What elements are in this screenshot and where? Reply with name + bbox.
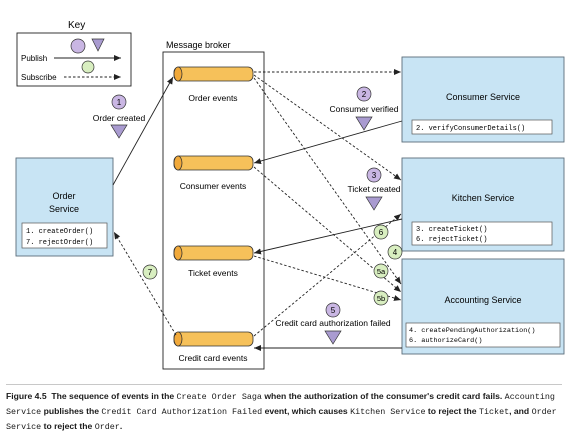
message-broker: Message broker <box>162 40 265 370</box>
reply-marker-6: 6 <box>373 224 389 240</box>
event-triangle-icon <box>91 38 105 52</box>
svg-text:5a: 5a <box>377 267 386 276</box>
event-label: Order created <box>93 113 146 123</box>
publish-arrows <box>112 76 403 351</box>
method: 3. createTicket() <box>416 226 487 234</box>
channel-ticket-events: Ticket events <box>173 245 254 278</box>
method: 1. createOrder() <box>26 228 93 236</box>
sub-cc-to-order <box>113 231 177 336</box>
sub-order-to-accounting <box>253 77 402 285</box>
event-circle-icon <box>70 38 86 54</box>
key-subscribe-label: Subscribe <box>21 73 57 82</box>
accounting-service: Accounting Service 4. createPendingAutho… <box>401 258 565 355</box>
accounting-service-methods <box>405 322 561 348</box>
channel-label: Credit card events <box>179 353 248 363</box>
step-number: 2 <box>362 90 367 99</box>
channel-consumer-events: Consumer events <box>173 155 254 191</box>
broker-title: Message broker <box>166 40 231 50</box>
method: 2. verifyConsumerDetails() <box>416 125 525 133</box>
accounting-service-name: Accounting Service <box>444 295 521 305</box>
figure-caption: Figure 4.5 The sequence of events in the… <box>6 384 562 434</box>
arrow-order-created <box>112 76 174 186</box>
method: 7. rejectOrder() <box>26 239 93 247</box>
event-label: Credit card authorization failed <box>275 318 391 328</box>
consumer-service-methods <box>411 119 553 135</box>
svg-text:5b: 5b <box>377 294 385 303</box>
event-triangle-icon <box>110 124 128 139</box>
event-triangle-icon <box>324 330 342 345</box>
consumer-service: Consumer Service 2. verifyConsumerDetail… <box>401 56 565 143</box>
channel-order-events: Order events <box>173 66 254 103</box>
event-consumer-verified: 2 Consumer verified <box>330 86 399 131</box>
key-publish-label: Publish <box>21 54 47 63</box>
method: 6. authorizeCard() <box>409 337 482 345</box>
sub-order-to-kitchen <box>253 74 402 181</box>
step-number: 3 <box>372 171 377 180</box>
key-box: Publish Subscribe <box>16 32 132 87</box>
event-cc-auth-failed: 5 Credit card authorization failed <box>275 302 391 345</box>
svg-text:4: 4 <box>393 248 398 257</box>
step-number: 1 <box>117 98 122 107</box>
event-label: Consumer verified <box>330 104 399 114</box>
consumer-service-name: Consumer Service <box>446 92 520 102</box>
order-service: Order Service 1. createOrder() 7. reject… <box>15 157 114 257</box>
svg-text:7: 7 <box>148 268 153 277</box>
event-label: Ticket created <box>347 184 400 194</box>
sub-consumer-to-accounting <box>253 166 402 293</box>
kitchen-service-name: Kitchen Service <box>452 193 515 203</box>
method: 4. createPendingAuthorization() <box>409 327 535 335</box>
reply-circle-icon <box>81 60 95 74</box>
svg-text:6: 6 <box>379 228 384 237</box>
event-triangle-icon <box>355 116 373 131</box>
arrow-ticket-created <box>253 218 403 255</box>
kitchen-service: Kitchen Service 3. createTicket() 6. rej… <box>401 157 565 252</box>
kitchen-service-methods <box>411 221 553 246</box>
reply-marker-4: 4 <box>387 244 403 260</box>
reply-marker-5b: 5b <box>373 290 389 306</box>
reply-marker-5a: 5a <box>373 263 389 279</box>
channel-label: Ticket events <box>188 268 238 278</box>
channel-label: Consumer events <box>180 181 247 191</box>
step-number: 5 <box>331 306 336 315</box>
arrow-consumer-verified <box>253 120 403 164</box>
event-order-created: 1 Order created <box>93 94 146 139</box>
event-ticket-created: 3 Ticket created <box>347 167 401 211</box>
reply-marker-7: 7 <box>142 264 158 280</box>
event-triangle-icon <box>365 196 383 211</box>
method: 6. rejectTicket() <box>416 236 487 244</box>
caption-figure-number: Figure 4.5 <box>6 391 47 401</box>
channel-label: Order events <box>188 93 237 103</box>
order-service-methods <box>21 222 108 249</box>
order-service-name-1: Order <box>52 191 75 201</box>
key-title: Key <box>68 20 85 31</box>
order-service-name-2: Service <box>49 204 79 214</box>
channel-credit-card-events: Credit card events <box>173 331 254 363</box>
